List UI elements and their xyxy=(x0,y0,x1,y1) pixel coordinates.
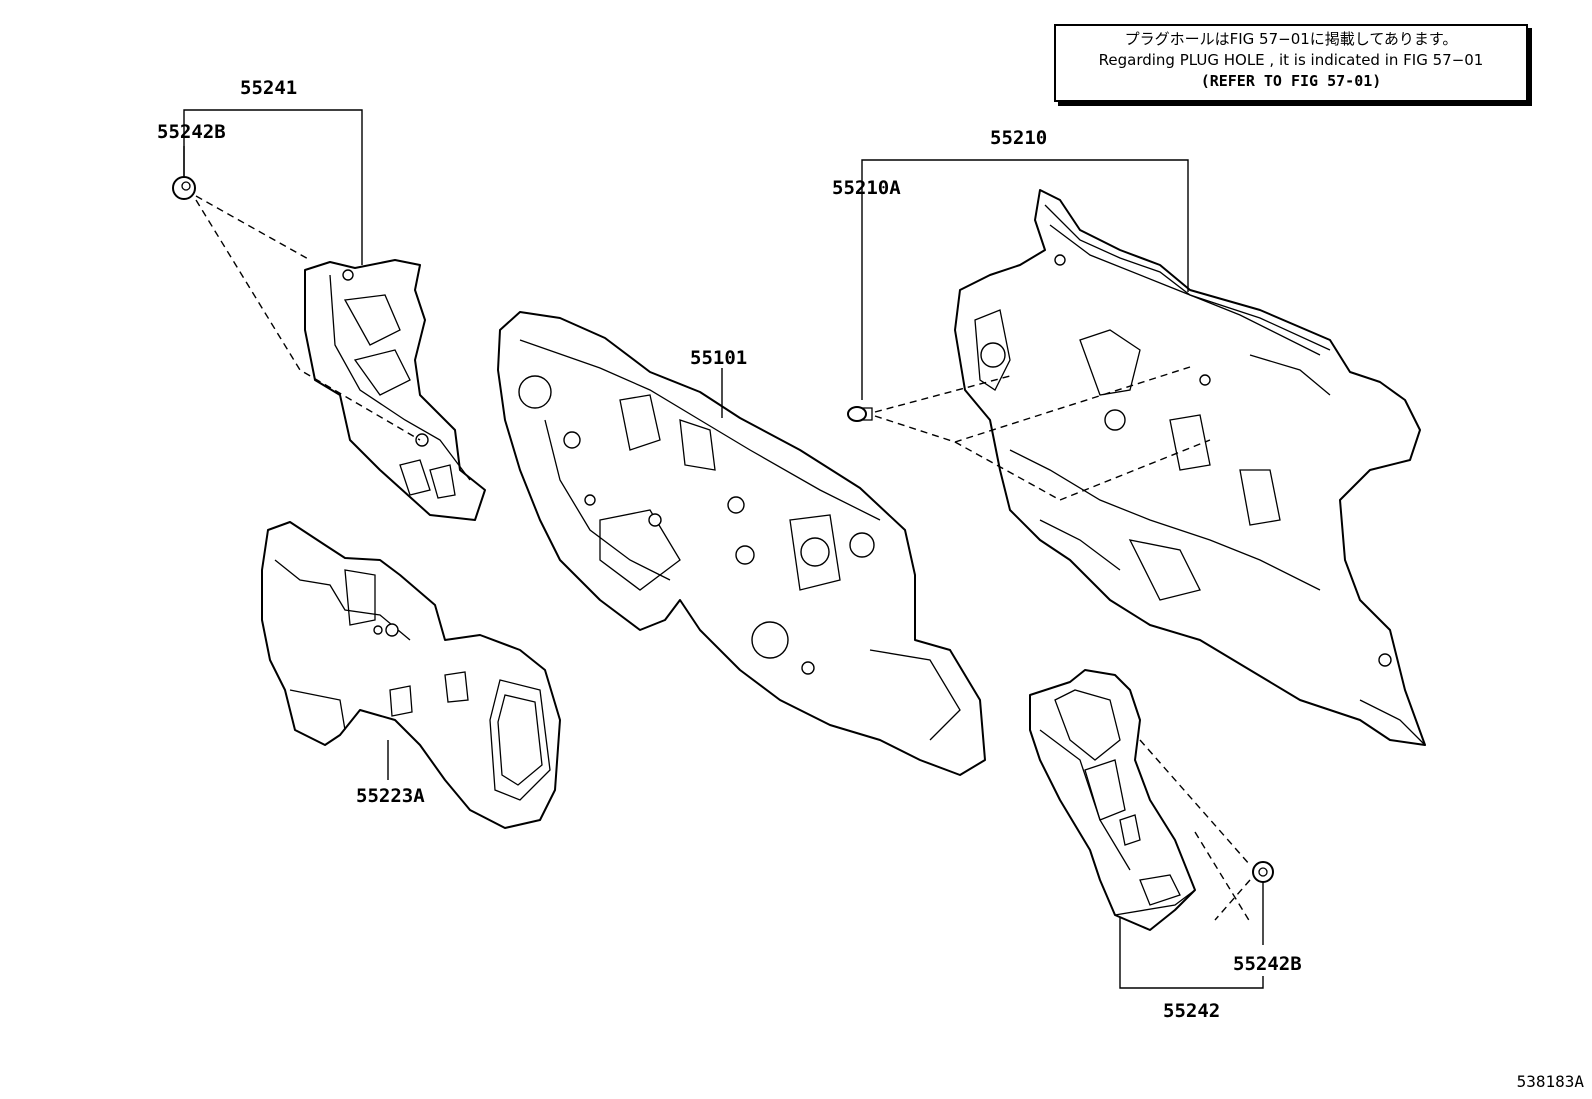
part-55241-insulator[interactable] xyxy=(304,259,486,521)
label-55241: 55241 xyxy=(240,77,297,99)
dash-line-55242B-bottom-c xyxy=(1214,879,1251,921)
note-line-japanese: プラグホールはFIG 57−01に掲載してあります。 xyxy=(1124,30,1458,48)
label-55223A: 55223A xyxy=(356,785,425,807)
label-55210: 55210 xyxy=(990,127,1047,149)
label-55210A: 55210A xyxy=(832,177,901,199)
note-line-reference: (REFER TO FIG 57-01) xyxy=(1200,72,1382,90)
dash-line-55242B-bottom-b xyxy=(1194,831,1251,923)
dash-line-55242B-bottom-a xyxy=(1139,739,1251,866)
label-55242: 55242 xyxy=(1163,1000,1220,1022)
clip-55242B-top[interactable] xyxy=(172,176,196,200)
label-55242B-bottom: 55242B xyxy=(1233,953,1302,975)
dash-line-55242B-top-a xyxy=(195,195,311,261)
figure-id: 538183A xyxy=(1516,1072,1584,1091)
part-55101-dash-panel[interactable] xyxy=(497,311,986,776)
label-55101: 55101 xyxy=(690,347,747,369)
dash-line-55242B-top-b xyxy=(195,199,421,441)
note-line-english: Regarding PLUG HOLE , it is indicated in… xyxy=(1098,51,1484,69)
part-55223A-insulator[interactable] xyxy=(261,521,561,829)
dash-line-55210A-c xyxy=(954,439,1211,501)
part-55242-insulator[interactable] xyxy=(1029,669,1196,931)
label-55242B-top: 55242B xyxy=(157,121,226,143)
leader-55210 xyxy=(861,159,1189,400)
leader-55241 xyxy=(183,109,363,265)
part-55210-insulator[interactable] xyxy=(954,189,1426,746)
clip-55210A[interactable] xyxy=(847,406,873,422)
plug-hole-note: プラグホールはFIG 57−01に掲載してあります。 Regarding PLU… xyxy=(1054,24,1528,102)
clip-55242B-bottom[interactable] xyxy=(1252,861,1274,883)
leader-55242 xyxy=(1119,918,1264,989)
